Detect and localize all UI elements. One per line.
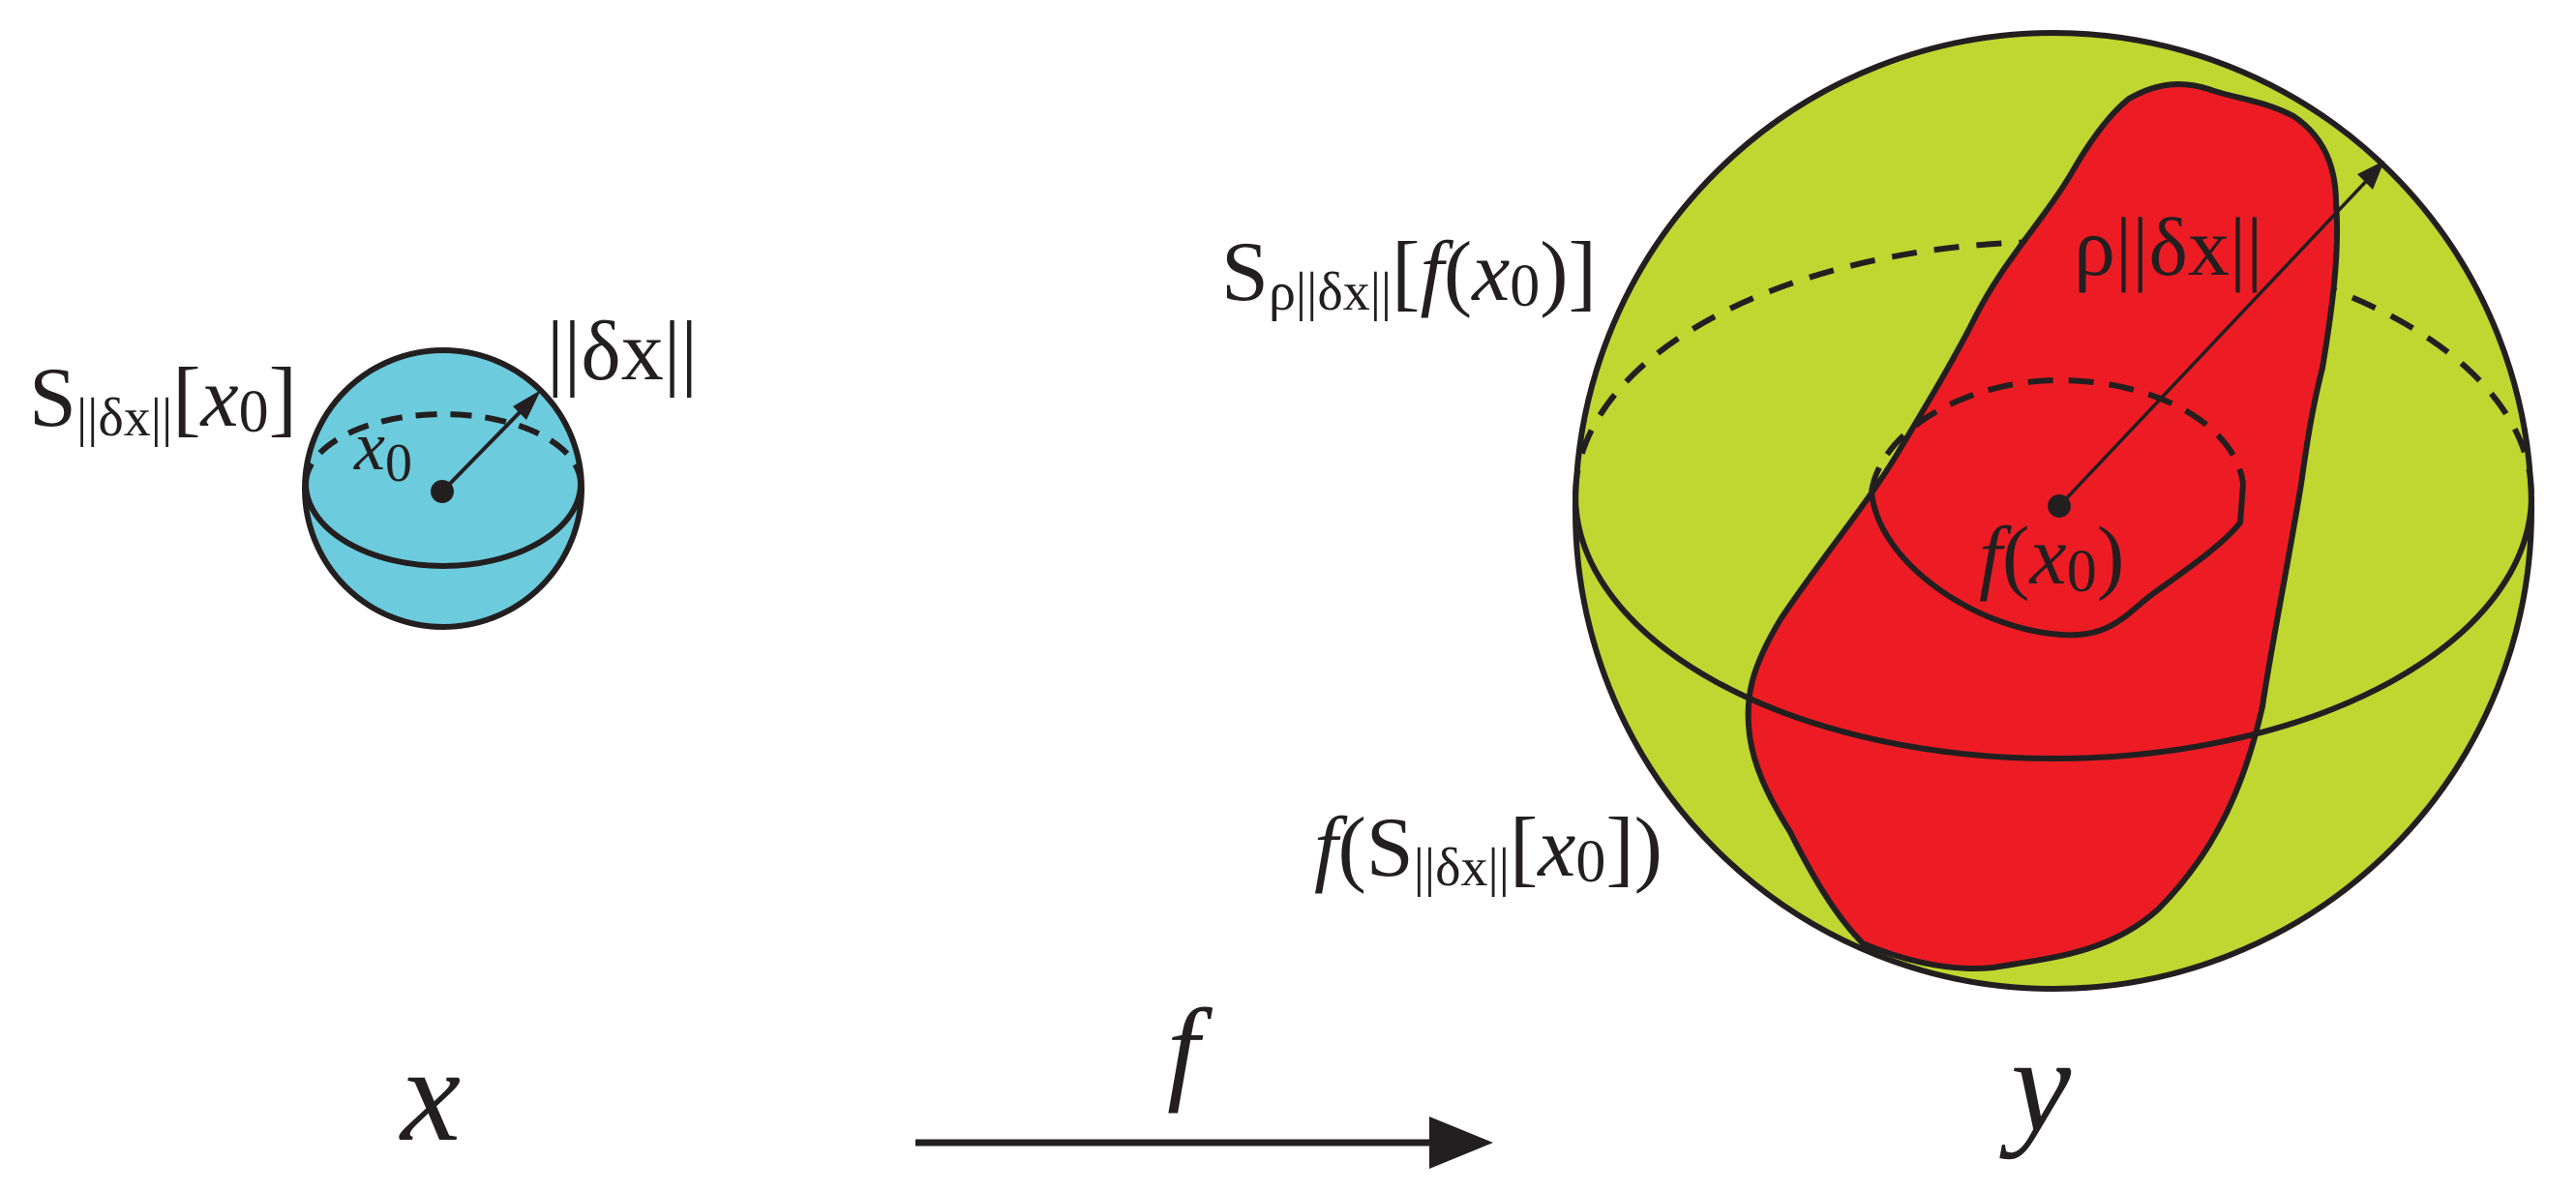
output-sphere-back-equator	[1573, 239, 2534, 496]
output-sphere-label: Sρ||δx||[f(x0)]	[1221, 225, 1597, 322]
input-radius-label: ||δx||	[547, 305, 698, 399]
mapping-arrowhead-icon	[1429, 1117, 1493, 1169]
output-sphere-front-equator	[1573, 494, 2534, 761]
mapping-label: f	[1167, 985, 1213, 1114]
image-region-label: f(S||δx||[x0])	[1314, 801, 1662, 898]
input-space-label: x	[399, 1020, 461, 1170]
input-sphere-label: S||δx||[x0]	[29, 351, 297, 448]
input-sphere-front-equator	[303, 483, 584, 569]
input-center-label: x0	[353, 407, 412, 493]
output-radius-arrow-line	[2057, 172, 2375, 508]
input-sphere	[302, 347, 584, 630]
input-radius-arrowhead-icon	[513, 390, 541, 420]
output-center-label: f(x0)	[1979, 509, 2124, 605]
input-radius-arrow-line	[440, 402, 529, 493]
image-inner-front-curve	[1869, 483, 2246, 639]
image-inner-back-curve	[1869, 376, 2246, 492]
mapping-arrow	[915, 1117, 1493, 1169]
output-space-label: y	[1999, 1010, 2072, 1160]
output-radius-arrowhead-icon	[2357, 161, 2384, 190]
input-sphere-back-equator	[303, 411, 584, 485]
output-radius-label: ρ||δx||	[2074, 200, 2262, 293]
